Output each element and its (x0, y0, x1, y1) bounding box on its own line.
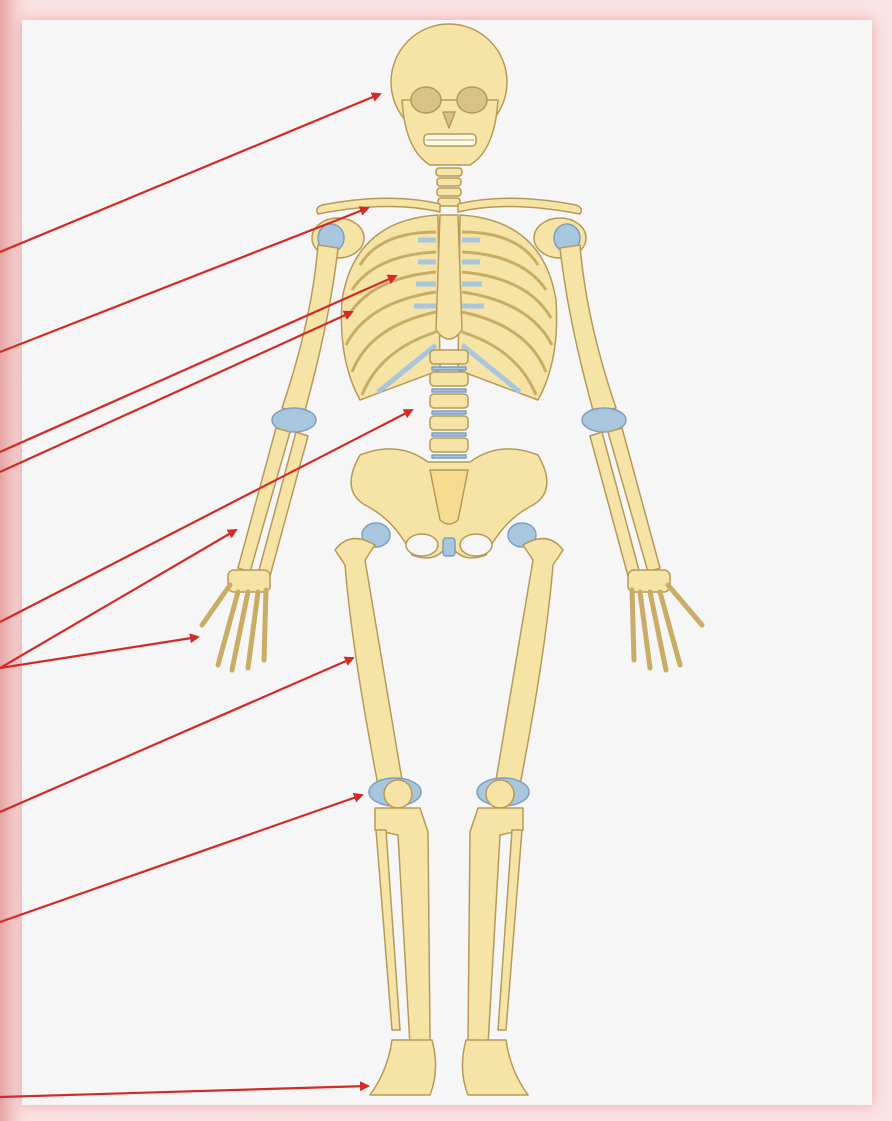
pointer-patella (0, 795, 362, 922)
pointer-femur (0, 658, 353, 812)
left-arm (202, 224, 344, 670)
right-obturator-foramen (460, 534, 492, 556)
pubic-symphysis (443, 538, 455, 556)
cervical-vertebrae (436, 168, 462, 206)
pointer-hand-bones (0, 637, 198, 668)
right-eye-socket (457, 87, 487, 113)
right-hand (632, 585, 702, 670)
left-patella (384, 780, 412, 808)
pointer-radius-ulna (0, 530, 236, 668)
sternum (436, 215, 462, 339)
left-foot (370, 1040, 436, 1095)
left-obturator-foramen (406, 534, 438, 556)
right-arm (554, 224, 702, 670)
skull (391, 24, 507, 165)
right-patella (486, 780, 514, 808)
right-foot (462, 1040, 528, 1095)
left-eye-socket (411, 87, 441, 113)
pointer-foot-bones (0, 1086, 368, 1097)
right-leg (462, 523, 563, 1095)
left-hand (202, 585, 266, 670)
pointer-sternum (0, 276, 396, 452)
skeleton-figure (202, 24, 702, 1095)
left-leg (335, 523, 436, 1095)
